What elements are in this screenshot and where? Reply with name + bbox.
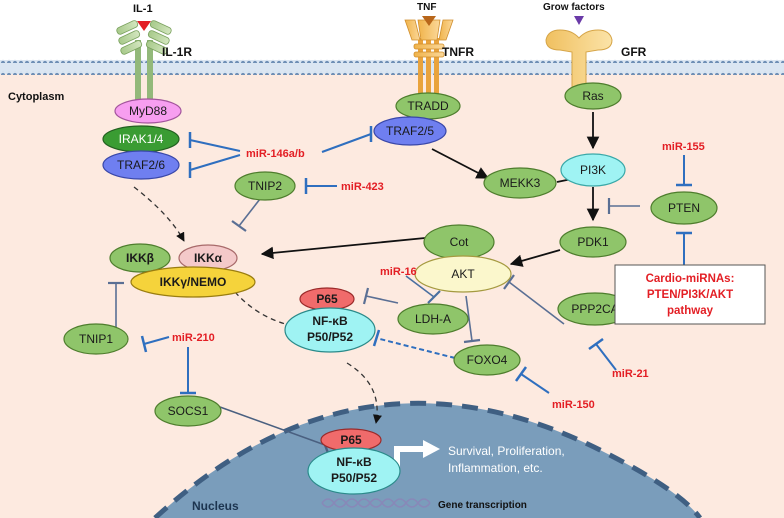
mir423-label: miR-423 (341, 181, 384, 193)
grow-factors-label: Grow factors (543, 2, 605, 13)
inhibit-socs1-nfkb (219, 406, 326, 446)
outcome-line2: Inflammation, etc. (448, 461, 543, 475)
pten-label: PTEN (668, 201, 700, 215)
foxo4-label: FOXO4 (467, 353, 508, 367)
cardio-box-line3: pathway (667, 305, 714, 317)
cot-label: Cot (450, 235, 469, 249)
socs1-label: SOCS1 (168, 404, 209, 418)
p5052-label: P50/P52 (307, 330, 353, 344)
inhibit-m146-traf25 (321, 133, 372, 153)
ras-label: Ras (582, 89, 603, 103)
inhibit-m21-ppp2ca (595, 343, 617, 371)
tnip2-label: TNIP2 (248, 179, 282, 193)
il1-label: IL-1 (133, 3, 153, 15)
p65-label: P65 (316, 292, 338, 306)
inhibit-m146-irak (189, 139, 241, 152)
nuclear-nfkb-node (307, 447, 401, 495)
akt-label: AKT (451, 267, 475, 281)
inhibit-akt-foxo4 (465, 295, 473, 342)
cytoplasm-label: Cytoplasm (8, 91, 64, 103)
ras-node (564, 82, 622, 110)
cardio-box-line1: Cardio-miRNAs: (646, 273, 735, 285)
growth-factor-receptor (545, 16, 613, 97)
ikkb-node (109, 243, 171, 273)
inhibit-m16-ldha (405, 275, 435, 298)
pi3k-label: PI3K (580, 163, 606, 177)
inhibit-foxo4-nfkb (375, 337, 456, 359)
myd88-node (114, 98, 182, 124)
mir155-label: miR-155 (662, 141, 705, 153)
irak-label: IRAK1/4 (119, 132, 164, 146)
nuclear-p65-label: P65 (340, 433, 362, 447)
il1-receptor (116, 20, 172, 115)
akt-node (414, 255, 512, 293)
tnf-label: TNF (417, 2, 436, 13)
ikka-label: IKKα (194, 251, 223, 265)
growth-factor-ligand-icon (574, 16, 584, 25)
inhibit-ppp2ca-akt (508, 281, 565, 325)
pdk1-node (559, 226, 627, 258)
mir210-label: miR-210 (172, 332, 215, 344)
traf26-node (102, 150, 180, 180)
mir146-label: miR-146a/b (246, 148, 305, 160)
cardio-box-line2: PTEN/PI3K/AKT (647, 289, 733, 301)
myd88-label: MyD88 (129, 104, 167, 118)
mekk3-node (483, 167, 557, 199)
nuclear-nfkb-label: NF-κB (336, 455, 372, 469)
tnfr-label: TNFR (442, 45, 474, 59)
tnip1-node (63, 323, 129, 355)
tnip2-node (234, 171, 296, 201)
tnip1-label: TNIP1 (79, 332, 113, 346)
arrow-cot-ikk (260, 237, 426, 260)
traf25-label: TRAF2/5 (386, 124, 434, 138)
gfr-label: GFR (621, 45, 647, 59)
ikkg-node (130, 266, 256, 298)
ikkg-label: IKKγ/NEMO (160, 275, 227, 289)
inhibit-m210-tnip1 (143, 336, 170, 345)
traf26-label: TRAF2/6 (117, 158, 165, 172)
mir21-label: miR-21 (612, 368, 649, 380)
ppp2ca-label: PPP2CA (571, 302, 618, 316)
mir16-label: miR-16 (380, 266, 417, 278)
il1r-label: IL-1R (162, 45, 192, 59)
ldha-node (397, 303, 469, 335)
inhibit-m146-traf26 (189, 154, 241, 171)
arrow-pdk1-akt (509, 249, 561, 267)
arrow-nfkb-nucleus (346, 362, 382, 424)
tradd-label: TRADD (407, 99, 449, 113)
inhibit-tnip2-ikk (238, 198, 261, 227)
dna-helix-icon (321, 498, 431, 508)
cell-membrane (0, 59, 784, 75)
foxo4-node (453, 344, 521, 376)
mirna-labels: miR-146a/b miR-423 miR-155 miR-16 miR-21… (172, 141, 705, 411)
arrow-traf25-mekk3 (431, 148, 490, 179)
tnf-receptor (404, 16, 454, 96)
pi3k-node (560, 153, 626, 187)
inhibit-m150-foxo4 (520, 373, 550, 394)
ldha-label: LDH-A (415, 312, 451, 326)
outcome-line1: Survival, Proliferation, (448, 444, 565, 458)
transcription-arrow-head (423, 440, 440, 458)
il1-ligand-icon (137, 21, 151, 31)
tnf-ligand-icon (422, 16, 436, 26)
ikkb-label: IKKβ (126, 251, 154, 265)
pathway-nodes: MyD88 IRAK1/4 TRAF2/6 TRADD TRAF2/5 Ras … (63, 82, 718, 495)
nfkb-node (284, 307, 376, 353)
cardio-mirna-box: Cardio-miRNAs: PTEN/PI3K/AKT pathway (614, 264, 766, 325)
socs1-node (154, 395, 222, 427)
traf25-node (373, 116, 447, 146)
pdk1-label: PDK1 (577, 235, 609, 249)
gene-transcription-label: Gene transcription (438, 500, 527, 511)
nuclear-p5052-label: P50/P52 (331, 471, 377, 485)
nfkb-label: NF-κB (312, 314, 348, 328)
pten-node (650, 191, 718, 225)
mekk3-label: MEKK3 (500, 176, 541, 190)
inhibit-ldha-p65 (365, 295, 399, 304)
mir150-label: miR-150 (552, 399, 595, 411)
nucleus-label: Nucleus (192, 499, 239, 513)
